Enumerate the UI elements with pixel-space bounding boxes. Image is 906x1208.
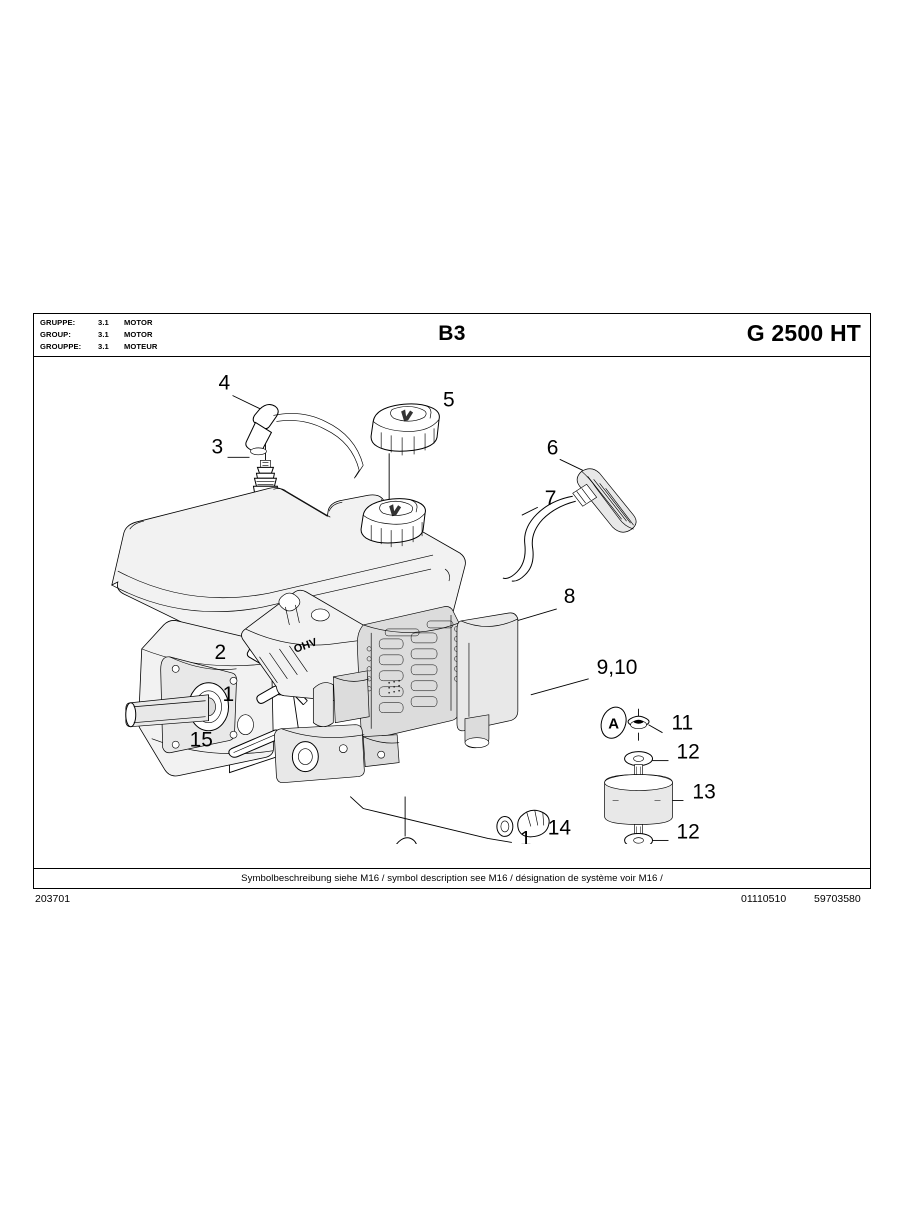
- reference-mark-a-lower: A: [392, 837, 419, 844]
- callout-15: 15: [190, 729, 213, 752]
- callout-12-upper: 12: [676, 741, 699, 764]
- group-language-label: GRUPPE:: [40, 318, 76, 327]
- callout-11-upper: 11: [671, 712, 693, 735]
- part-muffler-assembly: [456, 612, 519, 749]
- part-number: 59703580: [814, 893, 861, 905]
- drawing-number: 203701: [35, 893, 71, 905]
- callout-12-lower: 12: [676, 820, 699, 843]
- intake-assembly: [312, 670, 370, 728]
- group-number: 3.1: [98, 318, 109, 327]
- group-row: GROUPPE: 3.1 MOTEUR: [40, 341, 158, 353]
- callout-9-10: 9,10: [597, 656, 638, 679]
- output-shaft: [125, 694, 209, 728]
- callout-1-pin: 1: [223, 683, 235, 706]
- callout-8: 8: [564, 585, 576, 608]
- callout-4: 4: [219, 372, 231, 395]
- callout-5: 5: [443, 388, 455, 411]
- group-row: GROUP: 3.1 MOTOR: [40, 329, 158, 341]
- reference-mark-label: A: [608, 716, 619, 733]
- callout-7: 7: [545, 487, 557, 510]
- diagram-canvas: OHV: [34, 357, 870, 844]
- callout-6: 6: [547, 436, 559, 459]
- reference-mark-a-upper: A: [600, 706, 627, 739]
- group-row: GRUPPE: 3.1 MOTOR: [40, 317, 158, 329]
- engine-mount-stack: [604, 715, 673, 844]
- sheet-footer: 203701 01110510 59703580: [33, 893, 871, 909]
- sheet-code: B3: [438, 322, 466, 345]
- carburetor-block: [274, 724, 400, 784]
- group-language-label: GROUPPE:: [40, 341, 82, 351]
- callout-2: 2: [215, 641, 227, 664]
- symbol-description-note: Symbolbeschreibung siehe M16 / symbol de…: [34, 868, 870, 888]
- model-code: G 2500 HT: [746, 320, 861, 346]
- group-number: 3.1: [98, 341, 109, 351]
- callout-13: 13: [692, 781, 715, 804]
- callout-14: 14: [548, 816, 572, 839]
- group-name: MOTOR: [124, 318, 153, 327]
- part-starter-rope: [502, 495, 576, 582]
- part-spark-plug-cap: [245, 404, 364, 479]
- callout-3: 3: [212, 435, 224, 458]
- part-sealing-washer: [496, 815, 514, 837]
- callout-numbers: 4 3 5 6 7 8 9,10 2 1 15 11 12 13 12 11 1…: [190, 372, 716, 844]
- group-name: MOTOR: [124, 329, 153, 339]
- fuel-tank-cap-installed: [360, 498, 426, 548]
- group-name: MOTEUR: [124, 341, 158, 351]
- part-drain-plug: [517, 809, 550, 838]
- cylinder-head: OHV: [241, 589, 374, 703]
- part-fuel-tank-cap: [370, 403, 440, 456]
- group-number: 3.1: [98, 329, 109, 339]
- date-code: 01110510: [741, 893, 787, 905]
- callout-1-washer: 1: [520, 827, 532, 844]
- group-language-label: GROUP:: [40, 329, 71, 339]
- part-starter-handle: [572, 468, 637, 533]
- part-muffler-guard: [356, 606, 460, 740]
